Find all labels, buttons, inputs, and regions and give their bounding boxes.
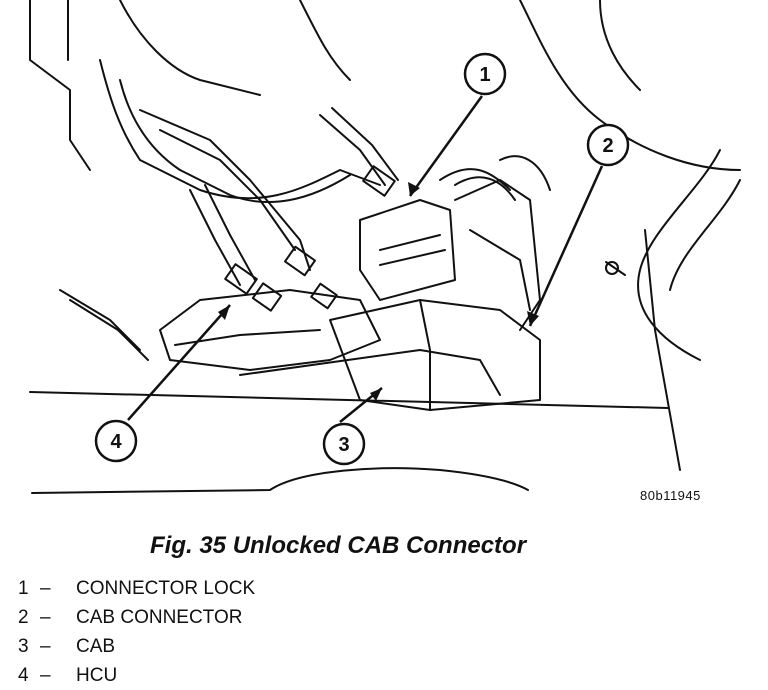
callout-4-number: 4 [110, 431, 122, 453]
callout-1-number: 1 [479, 64, 490, 86]
legend-label: HCU [76, 665, 118, 686]
callout-2: 2 [527, 123, 630, 327]
legend-label: CAB [76, 636, 116, 657]
callout-3: 3 [322, 387, 383, 466]
cab-connector-illustration: 1 2 3 4 [29, 0, 741, 494]
callout-2-number: 2 [602, 135, 613, 157]
legend-number: 2 [18, 607, 29, 628]
legend-dash: – [40, 607, 51, 628]
figure-code: 80b11945 [640, 488, 701, 503]
callout-4: 4 [94, 304, 231, 463]
legend-item: 3– CAB [18, 632, 255, 661]
legend-dash: – [40, 636, 51, 657]
legend-number: 1 [18, 578, 29, 599]
legend-item: 4– HCU [18, 661, 255, 690]
callout-1: 1 [408, 52, 507, 197]
legend-dash: – [40, 578, 51, 599]
legend-item: 2– CAB CONNECTOR [18, 603, 255, 632]
legend-number: 4 [18, 665, 29, 686]
legend-dash: – [40, 665, 51, 686]
legend-label: CONNECTOR LOCK [76, 578, 256, 599]
legend-label: CAB CONNECTOR [76, 607, 243, 628]
figure-caption: Fig. 35 Unlocked CAB Connector [150, 532, 527, 559]
legend-item: 1– CONNECTOR LOCK [18, 574, 255, 603]
callout-3-number: 3 [338, 434, 349, 456]
callout-legend: 1–CONNECTOR LOCK 2–CAB CONNECTOR 3–CAB 4… [18, 574, 255, 690]
legend-number: 3 [18, 636, 29, 657]
